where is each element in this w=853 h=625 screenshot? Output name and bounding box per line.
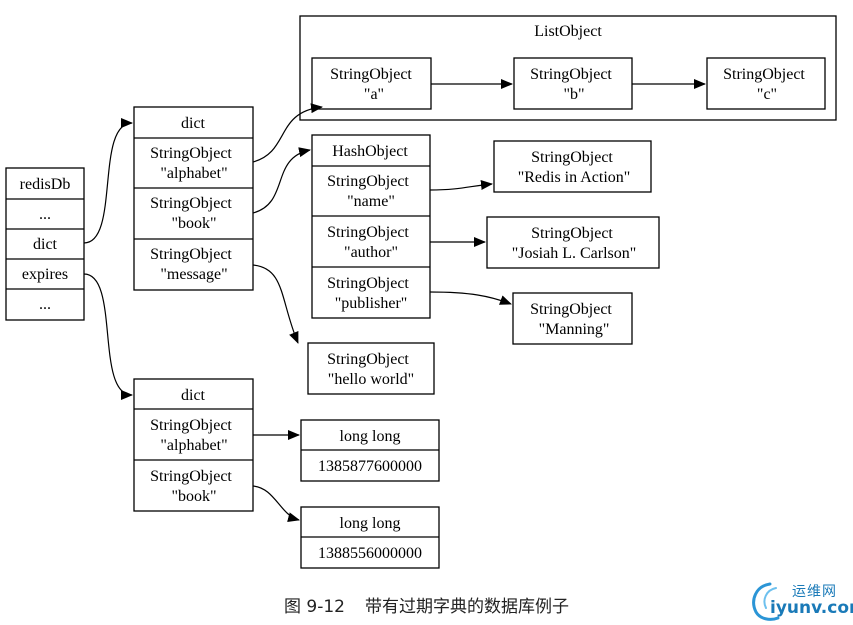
edge-message-to-hello-world <box>252 264 299 344</box>
expires-dict-key-book-type: StringObject <box>150 468 232 485</box>
redis-database-diagram: redisDb ... dict expires ... dict String… <box>5 15 837 569</box>
list-item-b-type: StringObject <box>530 66 612 83</box>
expire-value-alphabet-type: long long <box>340 428 401 445</box>
expires-dict: dict StringObject "alphabet" StringObjec… <box>133 378 254 512</box>
edge-alphabet-to-listobject <box>252 103 323 163</box>
hash-value-author: StringObject "Josiah L. Carlson" <box>486 216 660 269</box>
edge-name-to-value <box>429 180 493 191</box>
hash-object-title: HashObject <box>332 143 408 160</box>
figure-number: 图 9-12 <box>284 597 345 617</box>
edge-expire-book-to-long <box>252 485 300 523</box>
hash-value-name-value: "Redis in Action" <box>518 169 631 186</box>
message-value: StringObject "hello world" <box>307 342 435 395</box>
list-item-b-value: "b" <box>563 86 584 103</box>
hash-object: HashObject StringObject "name" StringObj… <box>311 134 431 319</box>
redisdb-ellipsis-top: ... <box>39 206 51 223</box>
watermark-text-domain: iyunv.com <box>770 598 853 618</box>
redisdb-ellipsis-bottom: ... <box>39 296 51 313</box>
message-value-type: StringObject <box>327 351 409 368</box>
hash-field-author-value: "author" <box>344 244 398 261</box>
main-dict-key-alphabet-type: StringObject <box>150 145 232 162</box>
hash-value-publisher-type: StringObject <box>530 301 612 318</box>
main-dict-title: dict <box>181 115 206 132</box>
hash-field-publisher-value: "publisher" <box>335 295 408 312</box>
hash-value-author-type: StringObject <box>531 225 613 242</box>
hash-value-author-value: "Josiah L. Carlson" <box>512 245 637 262</box>
expire-value-alphabet-timestamp: 1385877600000 <box>318 458 422 475</box>
redisdb-title: redisDb <box>20 176 71 193</box>
expires-dict-key-alphabet-value: "alphabet" <box>160 437 227 454</box>
edge-publisher-to-value <box>429 291 512 305</box>
expire-value-book: long long 1388556000000 <box>300 506 440 569</box>
figure-caption: 图 9-12 带有过期字典的数据库例子 <box>0 592 853 617</box>
expires-dict-title: dict <box>181 387 206 404</box>
list-object-title: ListObject <box>534 23 602 40</box>
expire-value-alphabet: long long 1385877600000 <box>300 419 440 482</box>
list-item-c-type: StringObject <box>723 66 805 83</box>
figure-title: 带有过期字典的数据库例子 <box>365 597 569 617</box>
expires-dict-key-alphabet-type: StringObject <box>150 417 232 434</box>
main-dict-key-message-type: StringObject <box>150 246 232 263</box>
redisdb-expires-field: expires <box>22 266 68 283</box>
main-dict-key-alphabet-value: "alphabet" <box>160 165 227 182</box>
hash-field-name-value: "name" <box>347 193 395 210</box>
main-dict: dict StringObject "alphabet" StringObjec… <box>133 106 254 291</box>
site-watermark: 运维网 iyunv.com <box>748 578 853 622</box>
main-dict-key-message-value: "message" <box>160 266 227 283</box>
hash-value-publisher-value: "Manning" <box>539 321 610 338</box>
hash-field-author-type: StringObject <box>327 224 409 241</box>
hash-value-name: StringObject "Redis in Action" <box>493 140 652 193</box>
main-dict-key-book-type: StringObject <box>150 195 232 212</box>
diagram-edges <box>83 79 706 523</box>
list-item-c-value: "c" <box>757 86 777 103</box>
main-dict-key-book-value: "book" <box>171 215 216 232</box>
hash-value-publisher: StringObject "Manning" <box>512 292 633 345</box>
edge-expires-to-expires-dict <box>83 273 133 400</box>
watermark-logo-icon <box>752 582 780 621</box>
expire-value-book-type: long long <box>340 515 401 532</box>
hash-field-publisher-type: StringObject <box>327 275 409 292</box>
expire-value-book-timestamp: 1388556000000 <box>318 545 422 562</box>
message-value-value: "hello world" <box>328 371 414 388</box>
list-item-a-value: "a" <box>364 86 384 103</box>
list-item-a-type: StringObject <box>330 66 412 83</box>
hash-value-name-type: StringObject <box>531 149 613 166</box>
edge-book-to-hashobject <box>252 147 311 214</box>
redisdb-dict-field: dict <box>33 236 58 253</box>
hash-field-name-type: StringObject <box>327 173 409 190</box>
edge-dict-to-main-dict <box>83 118 133 244</box>
expires-dict-key-book-value: "book" <box>171 488 216 505</box>
list-object: ListObject StringObject "a" StringObject… <box>299 15 837 121</box>
watermark-text-cn: 运维网 <box>792 584 837 600</box>
redisdb-struct: redisDb ... dict expires ... <box>5 167 85 321</box>
